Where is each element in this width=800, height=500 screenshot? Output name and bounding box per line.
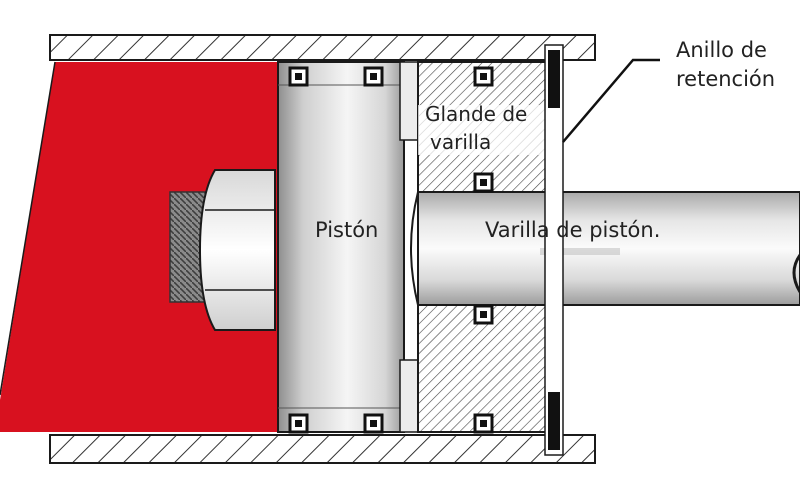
rod-gland-label-line1: Glande de [425, 102, 527, 126]
cylinder-top-wall [49, 34, 596, 61]
seal-icon [363, 413, 384, 434]
seal-icon [363, 66, 384, 87]
piston-step-top [399, 61, 419, 141]
piston-step-bottom [399, 359, 419, 433]
retaining-ring-leader-line [562, 58, 660, 143]
rod-gland-label-line2: varilla [430, 130, 491, 154]
cylinder-bottom-wall [49, 434, 596, 464]
piston-rod-label: Varilla de pistón. [485, 218, 660, 242]
piston-nut [198, 169, 276, 331]
seal-icon [473, 66, 494, 87]
retaining-ring-label-line2: retención [676, 67, 775, 91]
retaining-ring [544, 44, 564, 456]
seal-icon [473, 172, 494, 193]
seal-icon [473, 413, 494, 434]
piston [277, 61, 405, 433]
retaining-ring-label-line1: Anillo de [676, 38, 767, 62]
seal-icon [288, 66, 309, 87]
fluid-chamber [0, 62, 280, 432]
piston-label: Pistón [315, 218, 378, 242]
seal-icon [473, 304, 494, 325]
seal-icon [288, 413, 309, 434]
rod-gland [417, 61, 549, 433]
